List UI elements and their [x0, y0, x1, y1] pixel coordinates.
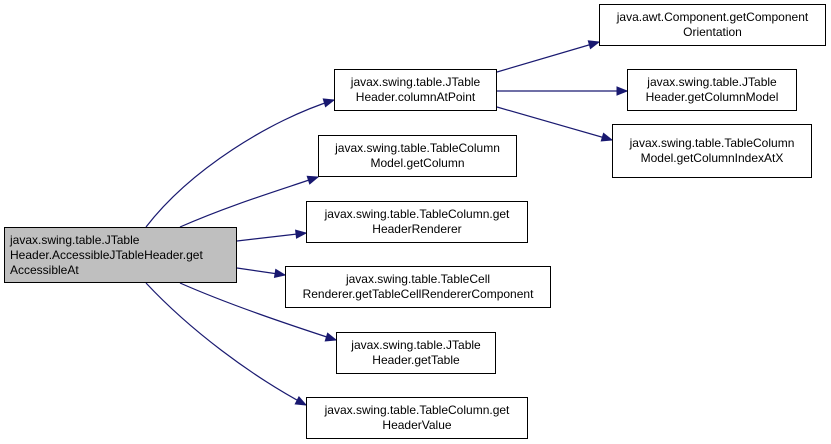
- node-getcolumn[interactable]: javax.swing.table.TableColumn Model.getC…: [318, 135, 517, 177]
- edge-root-to-n_getTable: [179, 282, 337, 341]
- node-label-line: java.awt.Component.getComponent: [616, 10, 809, 24]
- node-label-line: javax.swing.table.JTable: [647, 75, 777, 89]
- edge-root-to-n_getColumn: [179, 176, 319, 228]
- arrowhead-icon: [294, 395, 308, 406]
- node-label-line: javax.swing.table.TableCell: [345, 272, 491, 286]
- arrowhead-icon: [295, 229, 308, 239]
- node-label-line: Model.getColumnIndexAtX: [640, 151, 784, 165]
- node-gettable[interactable]: javax.swing.table.JTable Header.getTable: [336, 332, 496, 374]
- node-label-line: Header.columnAtPoint: [355, 90, 476, 104]
- edge-n_colAtPoint-to-n_getOrient: [496, 41, 600, 73]
- arrowhead-icon: [587, 40, 601, 50]
- node-label-line: Header.getColumnModel: [645, 90, 779, 104]
- node-label-line: javax.swing.table.JTable: [351, 338, 481, 352]
- node-getcolumnmodel[interactable]: javax.swing.table.JTable Header.getColum…: [627, 69, 797, 111]
- node-getcolumnindexatx[interactable]: javax.swing.table.TableColumn Model.getC…: [612, 124, 812, 178]
- arrowhead-icon: [273, 268, 287, 279]
- node-label-line: javax.swing.table.JTable: [10, 232, 140, 247]
- arrowhead-icon: [322, 98, 336, 108]
- node-label-line: Renderer.getTableCellRendererComponent: [302, 287, 534, 301]
- node-label-line: javax.swing.table.TableColumn.get: [324, 403, 510, 417]
- node-getheaderrenderer[interactable]: javax.swing.table.TableColumn.get Header…: [306, 201, 528, 243]
- node-label-line: Model.getColumn: [370, 156, 465, 170]
- arrowhead-icon: [306, 175, 320, 185]
- node-label-line: AccessibleAt: [10, 262, 79, 277]
- edge-root-to-n_getHeaderValue: [145, 282, 307, 406]
- node-label-line: HeaderRenderer: [372, 222, 462, 236]
- node-label-line: javax.swing.table.TableColumn.get: [324, 207, 510, 221]
- arrowhead-icon: [616, 86, 629, 96]
- node-label-line: Orientation: [683, 25, 742, 39]
- arrowhead-icon: [324, 332, 338, 342]
- node-root-getaccessibleat[interactable]: javax.swing.table.JTable Header.Accessib…: [4, 227, 237, 283]
- node-columnatpoint[interactable]: javax.swing.table.JTable Header.columnAt…: [334, 69, 497, 111]
- edge-root-to-n_colAtPoint: [145, 99, 335, 228]
- edge-root-to-n_getHeaderRenderer: [236, 232, 307, 242]
- node-getheadervalue[interactable]: javax.swing.table.TableColumn.get Header…: [306, 397, 528, 439]
- arrowhead-icon: [600, 132, 614, 142]
- node-label-line: javax.swing.table.TableColumn: [629, 136, 795, 150]
- node-label-line: Header.AccessibleJTableHeader.get: [10, 247, 203, 262]
- node-label-line: javax.swing.table.TableColumn: [335, 141, 500, 155]
- node-gettablecellrenderercomponent[interactable]: javax.swing.table.TableCell Renderer.get…: [285, 266, 551, 308]
- node-label-line: Header.getTable: [372, 353, 460, 367]
- node-label-line: javax.swing.table.JTable: [350, 75, 481, 89]
- edge-n_colAtPoint-to-n_getColIndexAtX: [496, 106, 613, 141]
- node-label-line: HeaderValue: [382, 418, 452, 432]
- node-getcomponentorientation[interactable]: java.awt.Component.getComponent Orientat…: [599, 4, 826, 46]
